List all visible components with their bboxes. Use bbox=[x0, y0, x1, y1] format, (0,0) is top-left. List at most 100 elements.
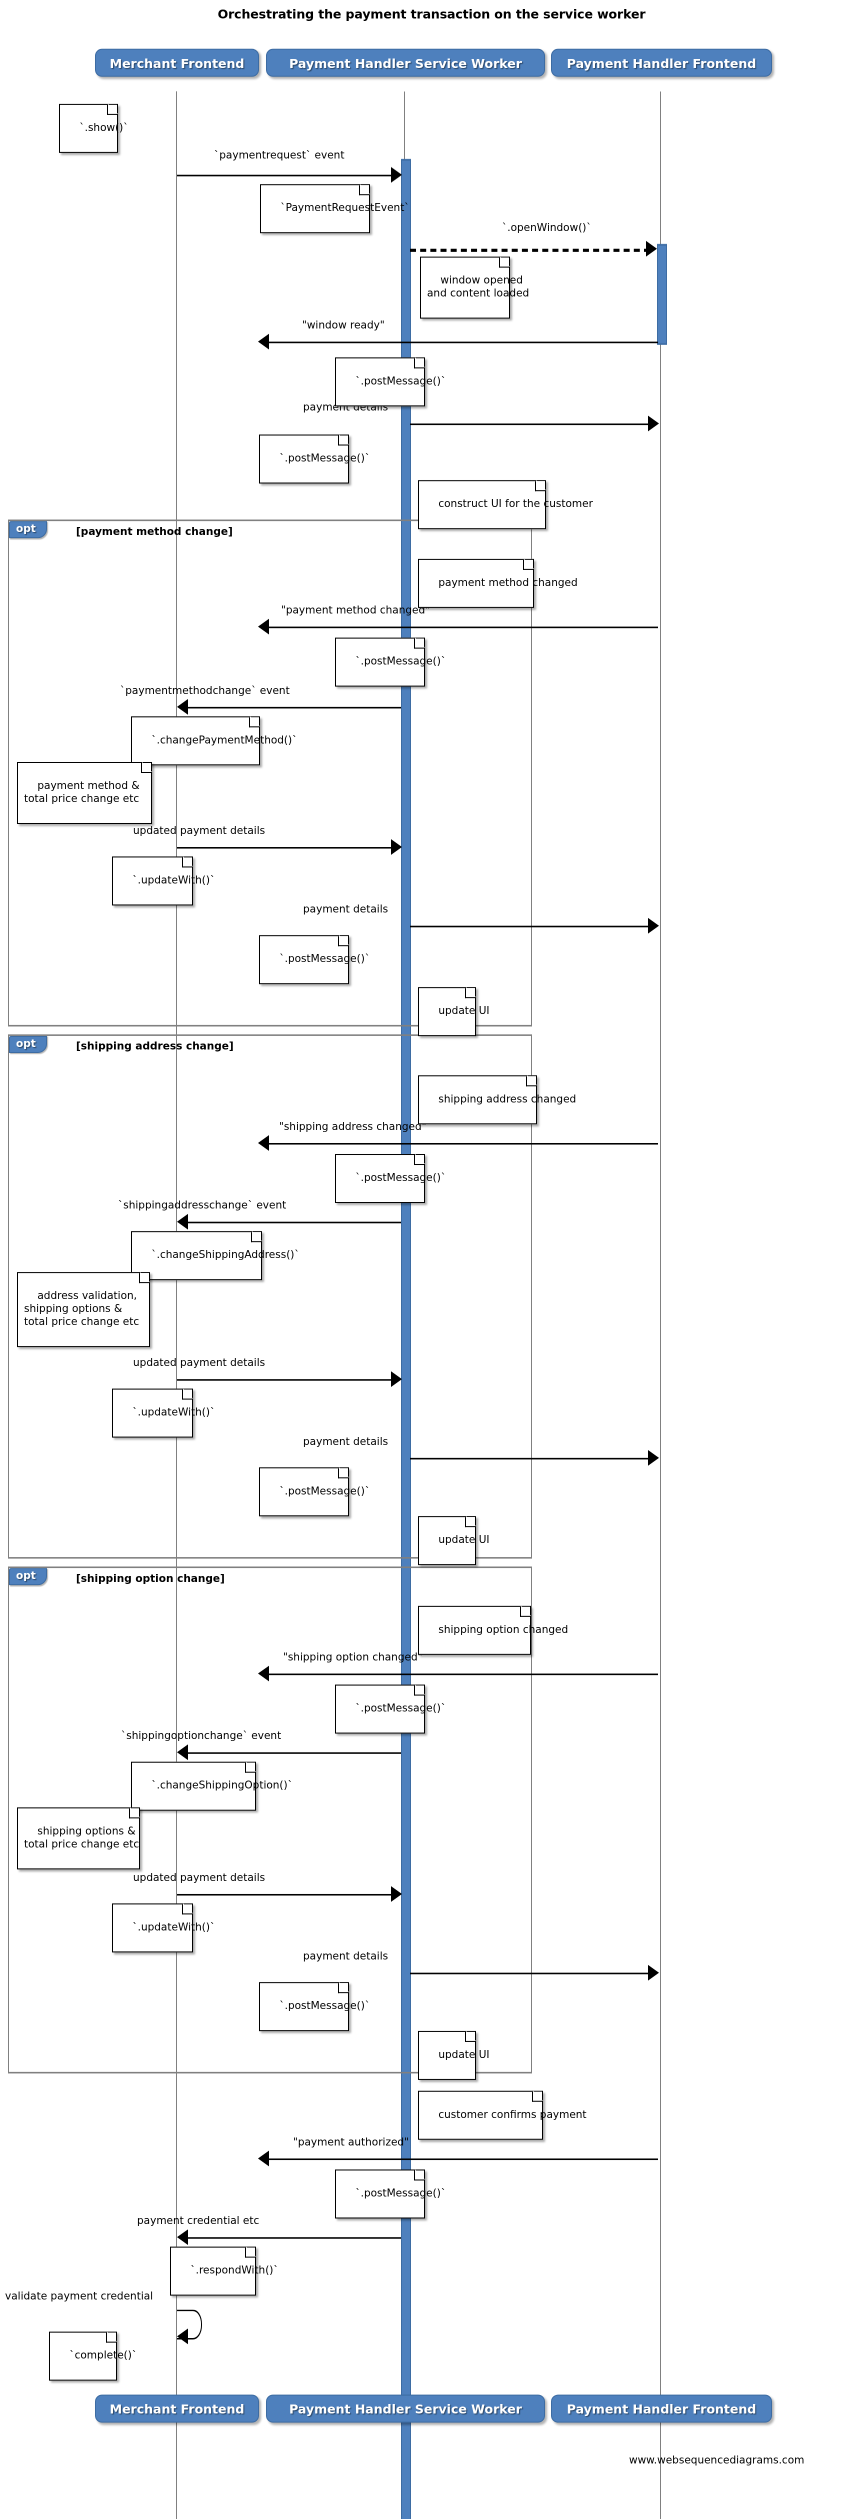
activation-bar-frontend bbox=[657, 244, 667, 345]
fragment-label-opt-1: opt bbox=[9, 521, 47, 539]
note-post-message-3: `.postMessage()` bbox=[335, 637, 446, 687]
message-label-window-ready: "window ready" bbox=[302, 319, 385, 332]
note-post-message-1: `.postMessage()` bbox=[335, 357, 446, 407]
actor-footer-payment-handler-service-worker[interactable]: Payment Handler Service Worker bbox=[266, 2394, 545, 2423]
note-text: address validation, shipping options & t… bbox=[24, 1290, 140, 1329]
message-line-payment-details-4 bbox=[410, 1972, 651, 1975]
note-post-message-2: `.postMessage()` bbox=[259, 434, 370, 484]
message-arrowhead-updated-payment-details-3 bbox=[391, 1886, 402, 1902]
message-line-payment-details-1 bbox=[410, 423, 651, 426]
message-label-paymentmethodchange-event: `paymentmethodchange` event bbox=[120, 684, 290, 697]
note-text: shipping options & total price change et… bbox=[24, 1825, 140, 1851]
note-shipping-address-changed: shipping address changed bbox=[418, 1075, 576, 1125]
message-line-payment-authorized bbox=[266, 2158, 658, 2161]
note-text: shipping option changed bbox=[438, 1623, 569, 1636]
note-complete: `complete()` bbox=[49, 2331, 137, 2381]
message-arrowhead-paymentrequest-event bbox=[391, 166, 402, 183]
actor-footer-payment-handler-frontend[interactable]: Payment Handler Frontend bbox=[551, 2394, 772, 2423]
note-text: update UI bbox=[438, 1534, 490, 1547]
actor-label: Payment Handler Frontend bbox=[566, 55, 757, 71]
note-customer-confirms-payment: customer confirms payment bbox=[418, 2090, 587, 2140]
footer-credit: www.websequencediagrams.com bbox=[629, 2454, 805, 2467]
note-update-with-3: `.updateWith()` bbox=[112, 1903, 215, 1953]
note-change-payment-method: `.changePaymentMethod()` bbox=[131, 716, 297, 766]
message-line-open-window bbox=[410, 248, 650, 252]
message-arrowhead-payment-details-4 bbox=[648, 1964, 659, 1981]
message-arrowhead-shippingaddresschange-event bbox=[177, 1213, 188, 1230]
note-text: `.postMessage()` bbox=[355, 375, 447, 388]
message-arrowhead-payment-details-2 bbox=[648, 917, 659, 934]
message-line-paymentrequest-event bbox=[177, 174, 393, 177]
note-update-with-1: `.updateWith()` bbox=[112, 856, 215, 906]
note-update-ui-1: update UI bbox=[418, 987, 489, 1037]
message-arrowhead-paymentmethodchange-event bbox=[177, 699, 188, 715]
message-label-payment-authorized: "payment authorized" bbox=[293, 2136, 409, 2149]
message-label-paymentrequest-event: `paymentrequest` event bbox=[214, 149, 345, 162]
note-text: `.postMessage()` bbox=[355, 655, 447, 668]
note-text: `complete()` bbox=[69, 2349, 138, 2362]
actor-header-payment-handler-frontend[interactable]: Payment Handler Frontend bbox=[551, 48, 772, 77]
note-payment-method-changed: payment method changed bbox=[418, 558, 578, 608]
message-arrowhead-payment-details-1 bbox=[648, 415, 659, 432]
note-change-shipping-address: `.changeShippingAddress()` bbox=[131, 1231, 300, 1281]
message-arrowhead-shipping-option-changed bbox=[258, 1665, 269, 1682]
note-text: `.changeShippingOption()` bbox=[151, 1779, 293, 1792]
message-label-shipping-option-changed: "shipping option changed" bbox=[283, 1651, 423, 1664]
message-arrowhead-shippingoptionchange-event bbox=[177, 1744, 188, 1761]
message-line-updated-payment-details-3 bbox=[177, 1893, 393, 1896]
message-arrowhead-updated-payment-details-2 bbox=[391, 1371, 402, 1388]
message-label-updated-payment-details-1: updated payment details bbox=[133, 824, 266, 837]
message-arrowhead-open-window bbox=[646, 240, 657, 257]
note-text: `.postMessage()` bbox=[279, 953, 371, 966]
note-text: `.respondWith()` bbox=[190, 2264, 279, 2277]
note-update-with-2: `.updateWith()` bbox=[112, 1388, 215, 1438]
note-text: `.postMessage()` bbox=[355, 1172, 447, 1185]
actor-label: Merchant Frontend bbox=[109, 55, 245, 71]
message-line-shipping-option-changed bbox=[266, 1673, 658, 1676]
message-label-shipping-address-changed: "shipping address changed" bbox=[279, 1120, 427, 1133]
note-text: update UI bbox=[438, 2048, 490, 2061]
note-text: `.postMessage()` bbox=[279, 2000, 371, 2013]
note-text: `.postMessage()` bbox=[279, 452, 371, 465]
note-update-ui-3: update UI bbox=[418, 2030, 489, 2080]
message-line-shippingoptionchange-event bbox=[186, 1752, 401, 1754]
message-label-shippingaddresschange-event: `shippingaddresschange` event bbox=[118, 1199, 287, 1212]
message-label-payment-details-2: payment details bbox=[303, 903, 389, 916]
note-post-message-5: `.postMessage()` bbox=[335, 1154, 446, 1204]
note-shipping-options-and-total-price-change: shipping options & total price change et… bbox=[17, 1807, 140, 1870]
actor-label: Payment Handler Service Worker bbox=[289, 55, 522, 71]
fragment-condition-opt-3: [shipping option change] bbox=[76, 1572, 225, 1585]
message-label-payment-details-4: payment details bbox=[303, 1950, 389, 1963]
note-show: `.show()` bbox=[59, 103, 129, 153]
message-line-paymentmethodchange-event bbox=[186, 706, 401, 709]
note-text: `.updateWith()` bbox=[132, 874, 216, 887]
message-arrowhead-payment-credential-etc bbox=[177, 2229, 188, 2246]
lifeline-merchant bbox=[176, 91, 177, 2519]
message-label-validate-payment-credential: validate payment credential bbox=[5, 2290, 154, 2303]
actor-footer-merchant-frontend[interactable]: Merchant Frontend bbox=[95, 2394, 259, 2423]
actor-header-merchant-frontend[interactable]: Merchant Frontend bbox=[95, 48, 259, 77]
message-arrowhead-payment-details-3 bbox=[648, 1449, 659, 1466]
note-text: payment method changed bbox=[438, 576, 578, 589]
message-label-payment-credential-etc: payment credential etc bbox=[137, 2215, 260, 2228]
actor-header-payment-handler-service-worker[interactable]: Payment Handler Service Worker bbox=[266, 48, 545, 77]
note-post-message-8: `.postMessage()` bbox=[259, 1982, 370, 2032]
message-line-payment-details-3 bbox=[410, 1457, 651, 1460]
note-text: `.postMessage()` bbox=[279, 1485, 371, 1498]
note-text: window opened and content loaded bbox=[427, 274, 530, 300]
actor-label: Payment Handler Frontend bbox=[566, 2401, 757, 2417]
note-update-ui-2: update UI bbox=[418, 1516, 489, 1566]
note-payment-request-event: `PaymentRequestEvent` bbox=[260, 184, 410, 234]
note-text: payment method & total price change etc bbox=[24, 779, 140, 805]
message-arrowhead-updated-payment-details-1 bbox=[391, 839, 402, 855]
message-line-payment-method-changed bbox=[266, 626, 658, 629]
activation-bar-service-worker bbox=[401, 159, 411, 2519]
fragment-opt-shipping-address-change bbox=[8, 1034, 532, 1559]
message-line-updated-payment-details-2 bbox=[177, 1379, 393, 1381]
message-arrowhead-payment-authorized bbox=[258, 2150, 269, 2167]
note-text: update UI bbox=[438, 1005, 490, 1018]
message-arrowhead-validate-payment-credential bbox=[177, 2328, 188, 2345]
note-text: `PaymentRequestEvent` bbox=[280, 202, 410, 215]
message-line-window-ready bbox=[266, 341, 658, 344]
fragment-condition-opt-1: [payment method change] bbox=[76, 525, 233, 538]
